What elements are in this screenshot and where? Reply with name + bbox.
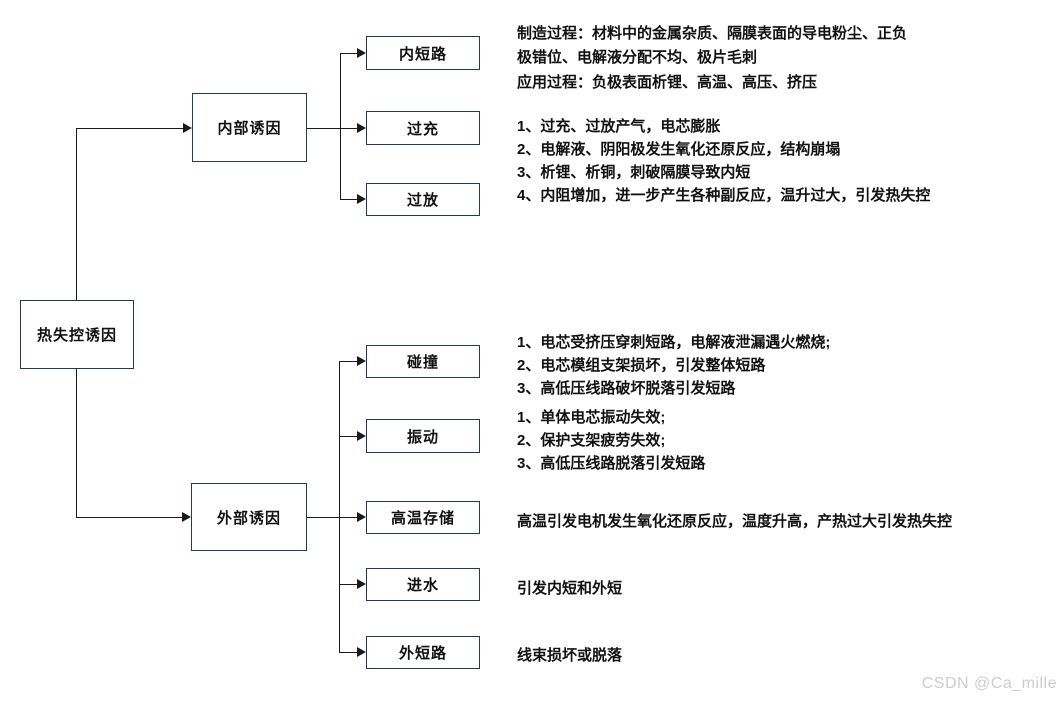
note-overcharge-overdischarge: 1、过充、过放产气，电芯膨胀 2、电解液、阴阳极发生氧化还原反应，结构崩塌 3、… xyxy=(517,115,930,207)
note-collision: 1、电芯受挤压穿刺短路，电解液泄漏遇火燃烧; 2、电芯模组支架损坏，引发整体短路… xyxy=(517,331,830,400)
node-collision: 碰撞 xyxy=(366,345,480,378)
arrowhead-internal-icon xyxy=(183,123,192,133)
watermark: CSDN @Ca_mille xyxy=(921,675,1057,692)
arrowhead-collision-icon xyxy=(357,356,366,366)
arrowhead-external-short-icon xyxy=(357,647,366,657)
connector-external-trunk xyxy=(339,361,340,652)
note-line: 1、电芯受挤压穿刺短路，电解液泄漏遇火燃烧; xyxy=(517,334,831,351)
arrowhead-external-icon xyxy=(182,512,191,522)
connector-stub-external-short xyxy=(339,652,357,653)
node-high-temp-storage: 高温存储 xyxy=(366,501,480,534)
node-internal-short-circuit: 内短路 xyxy=(366,36,480,70)
note-line: 4、内阻增加，进一步产生各种副反应，温升过大，引发热失控 xyxy=(517,187,931,204)
note-line: 制造过程：材料中的金属杂质、隔膜表面的导电粉尘、正负 xyxy=(517,25,908,42)
node-water-ingress: 进水 xyxy=(366,568,480,601)
node-label: 内短路 xyxy=(398,45,447,63)
arrowhead-high-temp-icon xyxy=(357,512,366,522)
arrowhead-overdischarge-icon xyxy=(357,194,366,204)
note-vibration: 1、单体电芯振动失效; 2、保护支架疲劳失效; 3、高低压线路脱落引发短路 xyxy=(517,406,705,475)
connector-to-external xyxy=(76,517,183,518)
node-label: 外部诱因 xyxy=(216,509,281,527)
note-line: 极错位、电解液分配不均、极片毛刺 xyxy=(517,49,758,66)
note-external-short-circuit: 线束损坏或脱落 xyxy=(517,644,622,667)
connector-root-up xyxy=(76,128,77,300)
note-line: 2、保护支架疲劳失效; xyxy=(517,432,666,449)
node-label: 过放 xyxy=(406,192,439,209)
note-water-ingress: 引发内短和外短 xyxy=(517,577,622,600)
node-label: 高温存储 xyxy=(390,510,455,527)
node-vibration: 振动 xyxy=(366,419,480,453)
note-line: 线束损坏或脱落 xyxy=(517,647,623,664)
note-internal-short-circuit: 制造过程：材料中的金属杂质、隔膜表面的导电粉尘、正负 极错位、电解液分配不均、极… xyxy=(517,22,907,95)
note-line: 1、过充、过放产气，电芯膨胀 xyxy=(517,118,721,135)
connector-stub-collision xyxy=(339,361,357,362)
node-internal-causes: 内部诱因 xyxy=(192,93,307,162)
note-line: 引发内短和外短 xyxy=(517,580,623,597)
connector-stub-internal-short xyxy=(340,53,358,54)
connector-stub-water xyxy=(339,584,357,585)
connector-stub-overcharge xyxy=(340,128,358,129)
note-line: 应用过程：负极表面析锂、高温、高压、挤压 xyxy=(517,74,818,91)
node-label: 振动 xyxy=(406,428,439,446)
node-label: 内部诱因 xyxy=(217,120,282,137)
arrowhead-water-icon xyxy=(357,579,366,589)
node-label: 过充 xyxy=(406,120,439,138)
connector-stub-overdischarge xyxy=(340,199,358,200)
connector-to-internal xyxy=(76,128,184,129)
node-overcharge: 过充 xyxy=(366,111,480,145)
connector-stub-high-temp xyxy=(339,517,357,518)
connector-external-out xyxy=(307,517,339,518)
node-thermal-runaway-causes: 热失控诱因 xyxy=(20,300,134,369)
node-label: 热失控诱因 xyxy=(36,327,117,344)
note-line: 3、析锂、析铜，刺破隔膜导致内短 xyxy=(517,164,751,181)
arrowhead-vibration-icon xyxy=(357,431,366,441)
node-label: 碰撞 xyxy=(406,354,439,371)
node-external-causes: 外部诱因 xyxy=(191,483,307,551)
node-external-short-circuit: 外短路 xyxy=(366,636,480,669)
node-overdischarge: 过放 xyxy=(366,183,480,216)
note-line: 3、高低压线路脱落引发短路 xyxy=(517,455,706,472)
note-line: 1、单体电芯振动失效; xyxy=(517,409,666,426)
note-line: 高温引发电机发生氧化还原反应，温度升高，产热过大引发热失控 xyxy=(517,513,953,530)
arrowhead-internal-short-icon xyxy=(357,48,366,58)
note-high-temp-storage: 高温引发电机发生氧化还原反应，温度升高，产热过大引发热失控 xyxy=(517,510,952,533)
connector-internal-out xyxy=(307,128,340,129)
connector-root-down xyxy=(76,369,77,517)
note-line: 2、电解液、阴阳极发生氧化还原反应，结构崩塌 xyxy=(517,141,841,158)
arrowhead-overcharge-icon xyxy=(357,123,366,133)
note-line: 3、高低压线路破坏脱落引发短路 xyxy=(517,380,736,397)
note-line: 2、电芯模组支架损坏，引发整体短路 xyxy=(517,357,766,374)
connector-internal-trunk xyxy=(340,53,341,200)
node-label: 外短路 xyxy=(398,645,447,662)
connector-stub-vibration xyxy=(339,436,357,437)
node-label: 进水 xyxy=(406,577,439,594)
